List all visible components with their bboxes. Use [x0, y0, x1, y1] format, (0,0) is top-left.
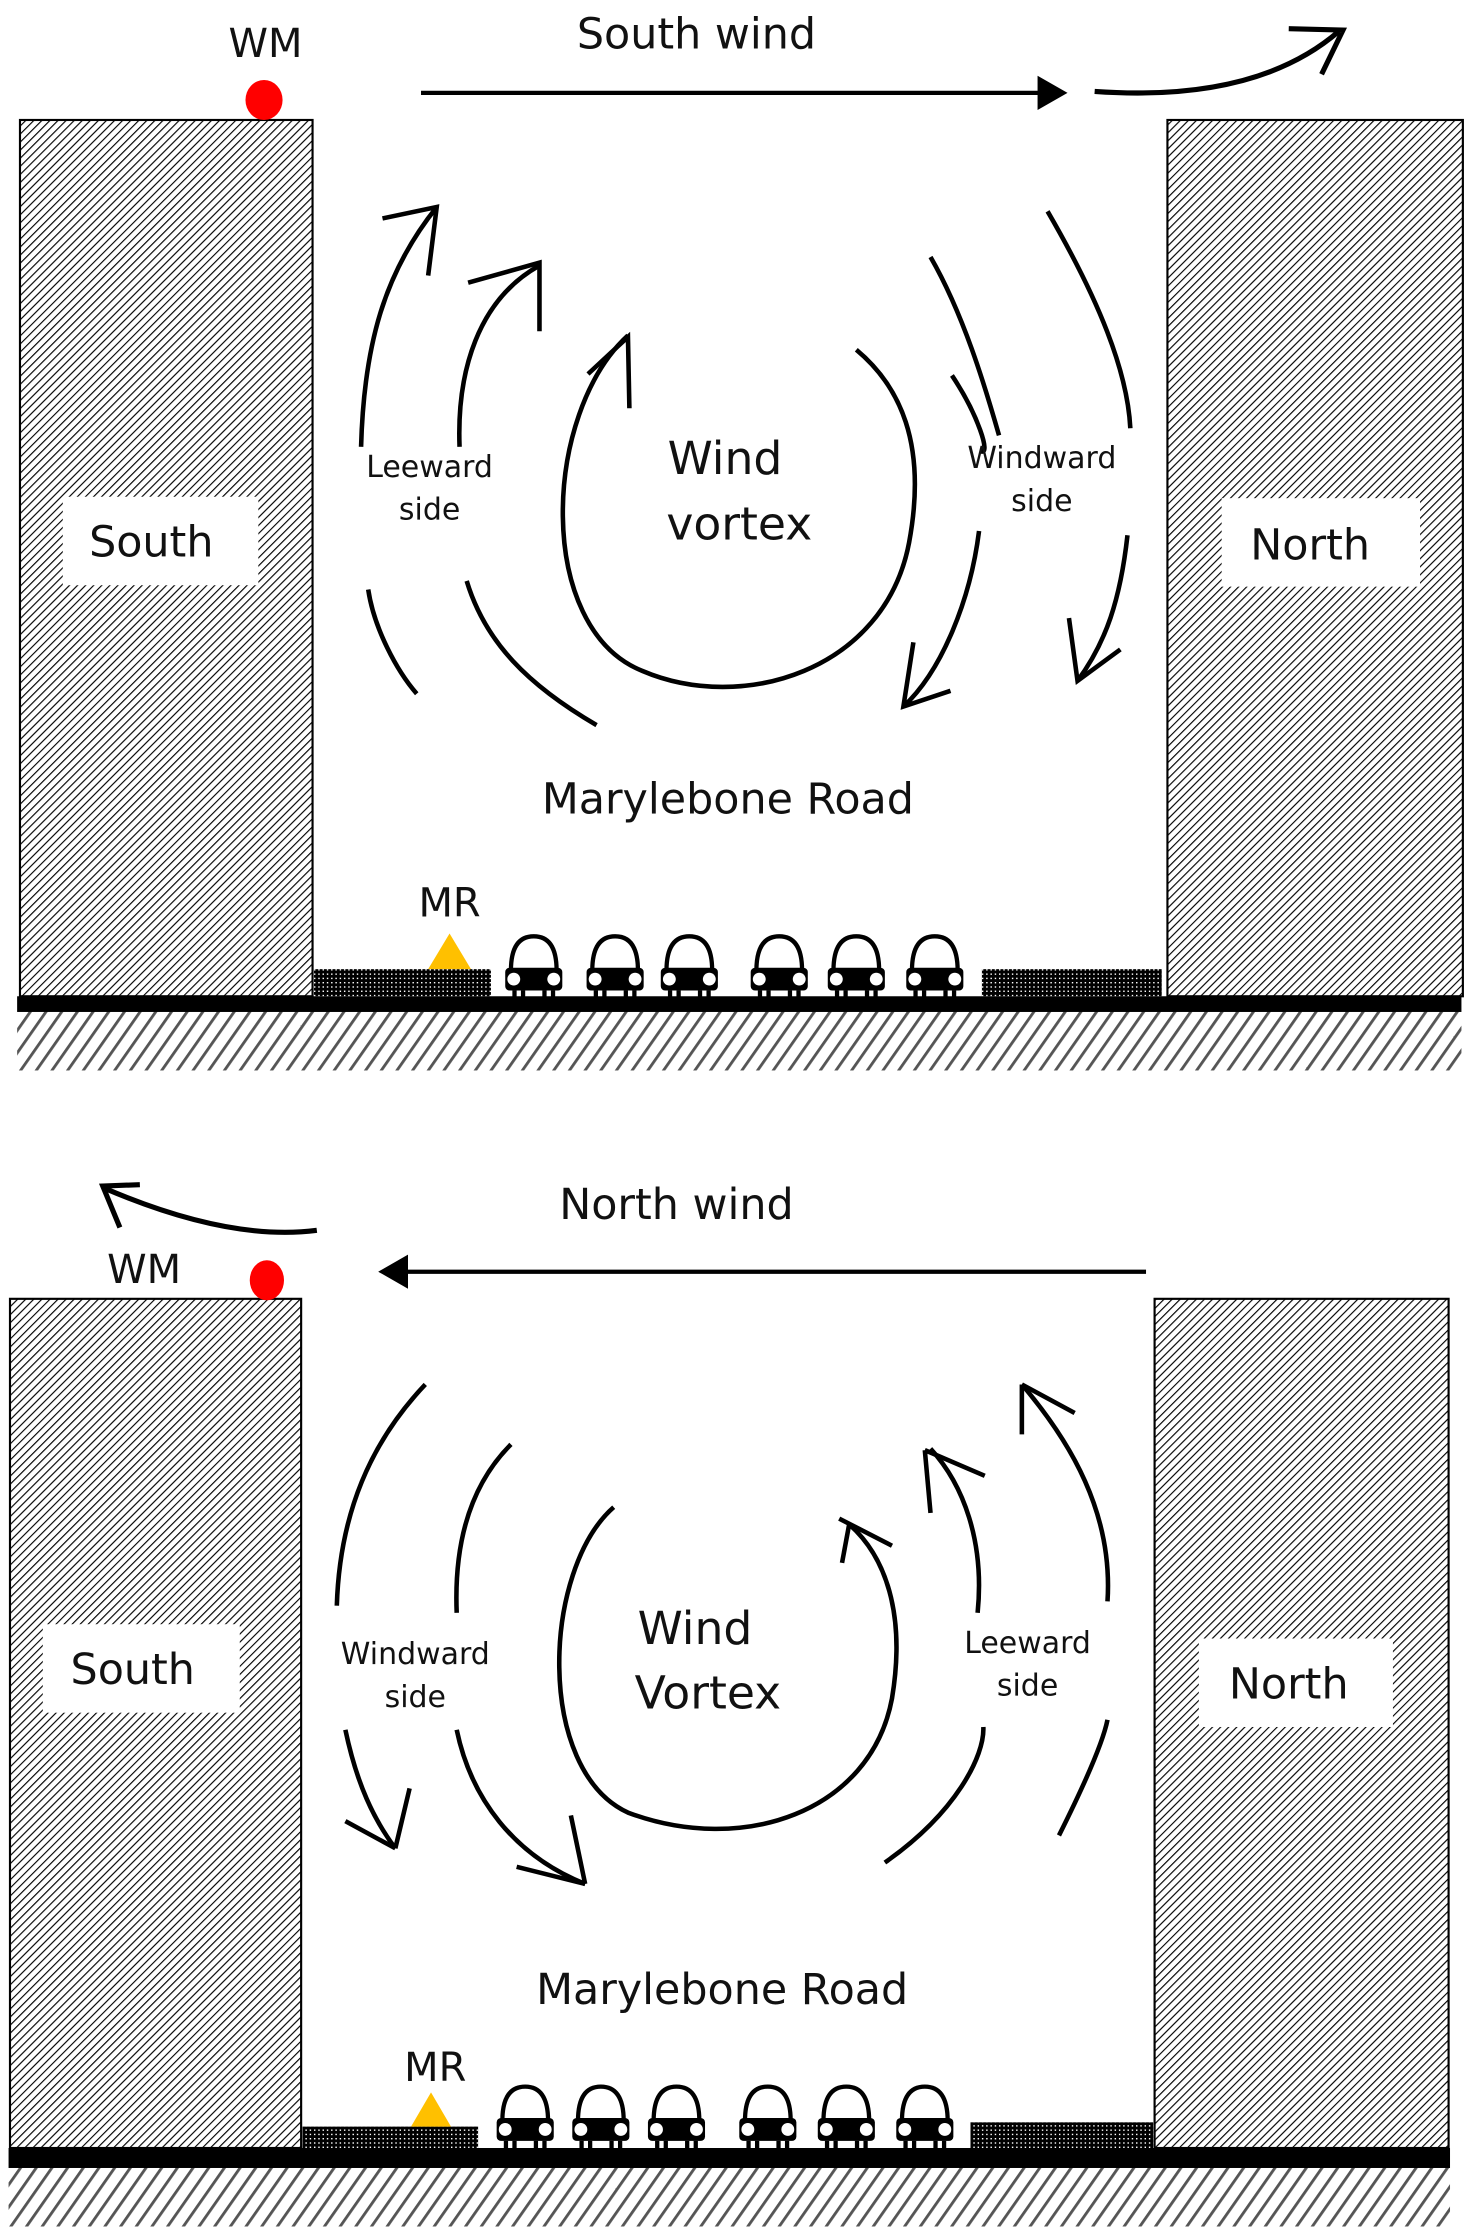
- wind-label: North wind: [559, 1180, 793, 1230]
- car-icon: [828, 936, 885, 1002]
- roadside-station-marker: [428, 933, 471, 970]
- sidewalk-right: [981, 969, 1162, 997]
- wind-label: South wind: [577, 10, 816, 60]
- sidewalk-right: [970, 2122, 1154, 2148]
- car-icon: [906, 936, 963, 1002]
- car-icon: [587, 936, 644, 1002]
- vortex-circulation: [358, 204, 1133, 728]
- wind-outflow-arrow: [1094, 26, 1348, 96]
- leeward-side-label-line1: Leeward: [366, 450, 493, 485]
- vortex-arc: [556, 1505, 899, 1832]
- car-icon: [661, 936, 718, 1002]
- car-icon: [648, 2087, 705, 2153]
- car-icon: [751, 936, 808, 1002]
- traffic-cars: [497, 2087, 954, 2153]
- met-station-marker: [245, 80, 283, 120]
- vortex-circulation: [334, 1382, 1111, 1887]
- roadside-station-label: MR: [404, 2045, 466, 2091]
- roadside-station-marker: [411, 2092, 451, 2127]
- met-station-label: WM: [107, 1247, 181, 1293]
- wind-outflow-arrow: [98, 1182, 318, 1235]
- met-station-label: WM: [228, 21, 302, 67]
- met-station-marker: [249, 1260, 285, 1301]
- roadside-station-label: MR: [418, 880, 480, 926]
- panel-south-wind: South North WM MR South wind: [17, 10, 1464, 1071]
- building-south: [8, 1297, 303, 2150]
- car-icon: [497, 2087, 554, 2153]
- car-icon: [505, 936, 562, 1002]
- leeward-side-label-line2: side: [399, 493, 460, 528]
- windward-side-label-line2: side: [1011, 484, 1072, 519]
- building-south-label: South: [71, 1645, 195, 1695]
- vortex-arc: [560, 333, 918, 690]
- car-icon: [739, 2087, 796, 2153]
- sidewalk-left: [302, 2126, 479, 2150]
- ground-hatch: [8, 2166, 1451, 2227]
- windward-side-label-line1: Windward: [341, 1637, 490, 1672]
- vortex-label-line2: vortex: [666, 498, 812, 551]
- leeward-side-label-line1: Leeward: [964, 1626, 1091, 1661]
- leeward-side-label-line2: side: [997, 1669, 1058, 1704]
- road-surface: [8, 2148, 1451, 2168]
- car-icon: [896, 2087, 953, 2153]
- vortex-label-line1: Wind: [668, 432, 783, 485]
- road-label: Marylebone Road: [536, 1965, 908, 2015]
- building-north-label: North: [1229, 1659, 1349, 1709]
- road-surface: [17, 996, 1462, 1012]
- vortex-label-line1: Wind: [638, 1602, 753, 1655]
- building-north-label: North: [1250, 521, 1370, 571]
- building-south-label: South: [89, 518, 213, 568]
- windward-side-label-line1: Windward: [967, 441, 1116, 476]
- traffic-cars: [505, 936, 963, 1002]
- vortex-label-line2: Vortex: [635, 1666, 782, 1719]
- road-label: Marylebone Road: [542, 775, 914, 825]
- windward-side-label-line2: side: [385, 1680, 446, 1715]
- sidewalk-left: [313, 969, 491, 997]
- ground-hatch: [17, 1010, 1462, 1071]
- car-icon: [818, 2087, 875, 2153]
- panel-north-wind: South North WM MR North wind: [8, 1180, 1451, 2227]
- car-icon: [572, 2087, 629, 2153]
